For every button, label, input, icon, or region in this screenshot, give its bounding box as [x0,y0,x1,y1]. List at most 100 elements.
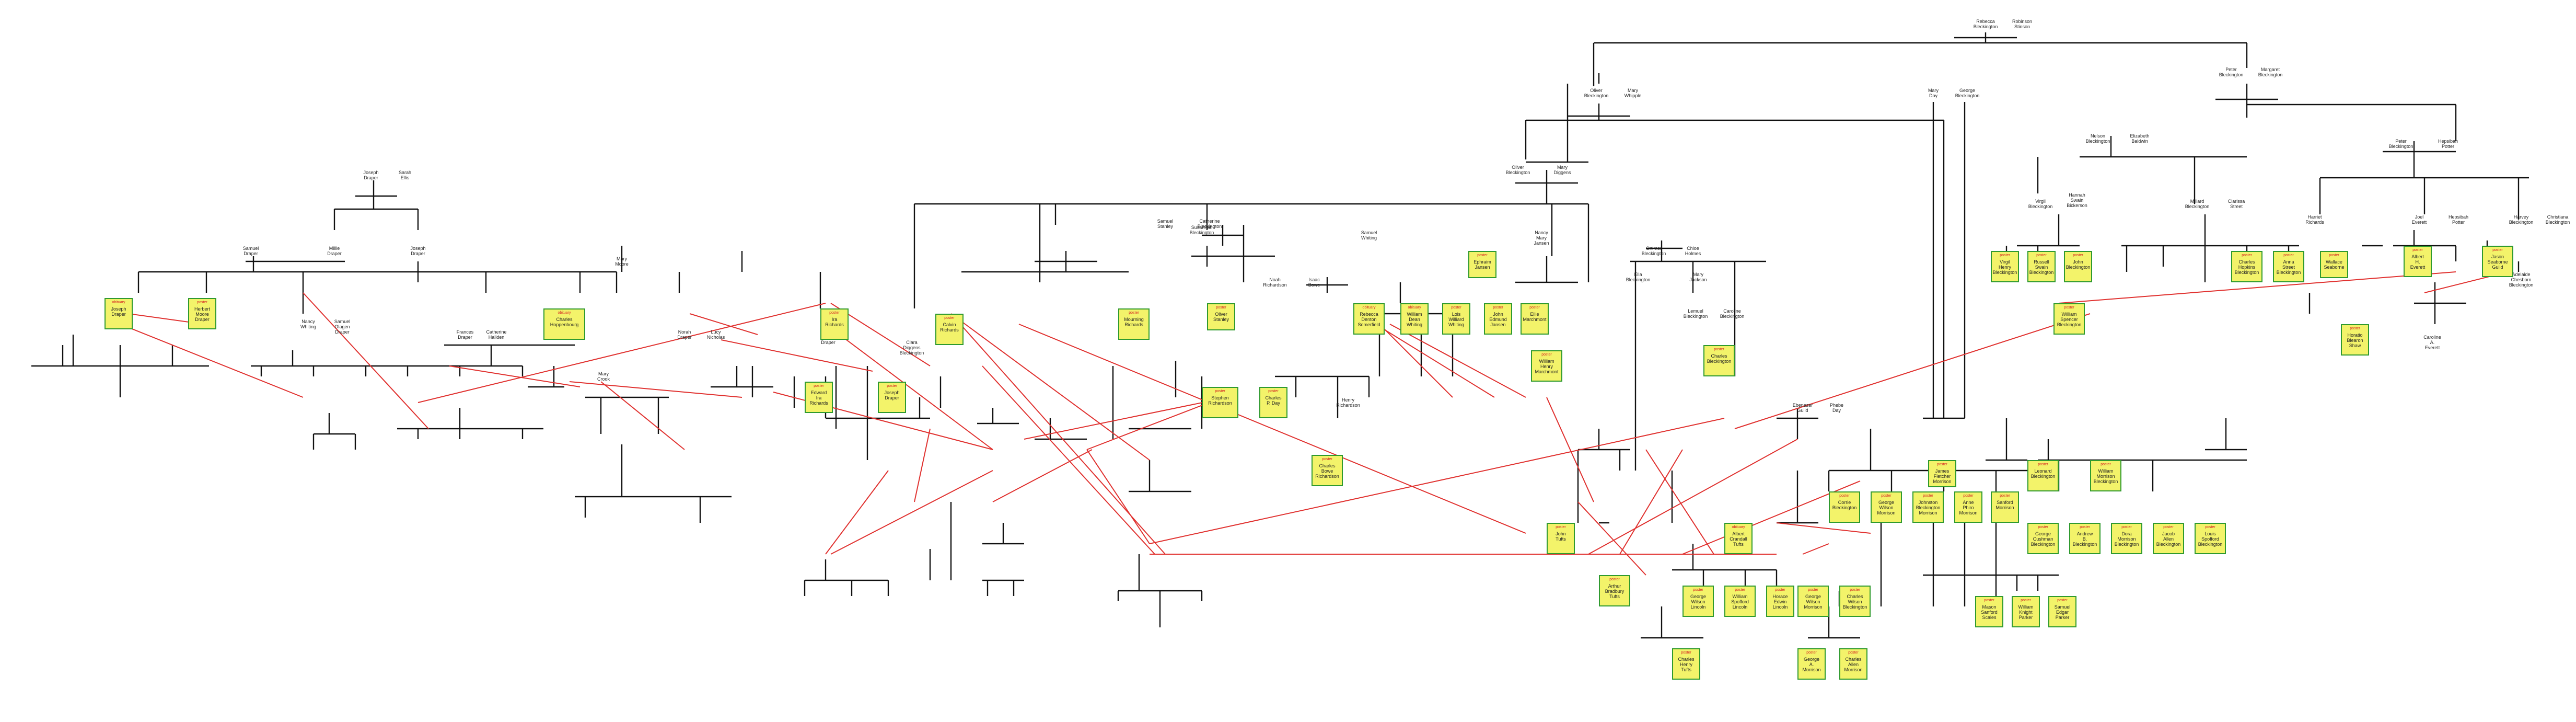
person-christiana-bleckington: Christiana Bleckington [2545,214,2570,225]
person-horace-lincoln-card: Horace Edwin Lincoln [1772,594,1788,610]
person-oliver-bleckington-2: Oliver Bleckington [1505,165,1530,175]
poster-tag: poster [2329,254,2339,257]
poster-tag: poster [1850,588,1860,592]
person-nancy-mary-jansen: Nancy Mary Jansen [1534,230,1549,246]
poster-tag: poster [2000,254,2010,257]
person-clara-diggens: Clara Diggens Bleckington [899,340,924,356]
person-samuel-olagen-draper: Samuel Olagen Draper [334,319,351,335]
person-john-bleckington-card: John Bleckington [2066,259,2091,270]
poster-tag: poster [1963,494,1974,498]
person-isaac-bowe: Isaac Bowe [1308,277,1320,288]
person-charles-tufts-card: Charles Henry Tufts [1678,657,1695,672]
person-joseph-draper-card-2: Joseph Draper [884,390,900,400]
person-john-tufts-card: John Tufts [1556,531,1566,542]
person-nancy-whiting: Nancy Whiting [300,319,316,329]
poster-tag: poster [2038,525,2048,529]
person-catherine-bleckington: Catherine Bleckington [1197,219,1222,229]
person-leonard-card: Leonard Bleckington [2030,468,2056,479]
poster-tag: poster [1984,599,1994,602]
poster-tag: poster [2000,494,2010,498]
person-george-bleckington: George Bleckington [1955,88,1980,98]
person-charles-p-day-card: Charles P. Day [1265,395,1282,406]
poster-tag: poster [1881,494,1892,498]
person-johnston-card: Johnston Bleckington Morrison [1916,500,1941,515]
poster-tag: poster [1529,306,1540,310]
person-sarah-ellis: Sarah Ellis [398,170,412,180]
poster-tag: poster [1735,588,1745,592]
poster-tag: poster [2412,248,2423,252]
person-calvin-richards-card: Calvin Richards [940,322,959,333]
person-charles-hoppenbourg-card: Charles Hoppenbourg [550,317,579,327]
person-louis-card: Louis Spofford Bleckington [2198,531,2223,547]
person-samuel-draper: Samuel Draper [242,246,259,256]
person-hannah-swain: Hannah Swain Bickerson [2067,192,2087,208]
person-andrew-card: Andrew B. Bleckington [2072,531,2097,547]
person-mary-diggens: Mary Diggens [1553,165,1571,175]
person-james-fletcher-card: James Fletcher Morrison [1933,468,1952,484]
person-stephen-richardson-card: Stephen Richardson [1208,395,1232,406]
poster-tag: poster [1216,306,1226,310]
person-william-lincoln-card: William Spofford Lincoln [1731,594,1749,610]
person-ebenezer-guild: Ebenezer Guild [1792,403,1813,413]
obituary-tag: obituary [1408,306,1421,310]
person-albert-everett-card: Albert H. Everett [2410,254,2426,270]
